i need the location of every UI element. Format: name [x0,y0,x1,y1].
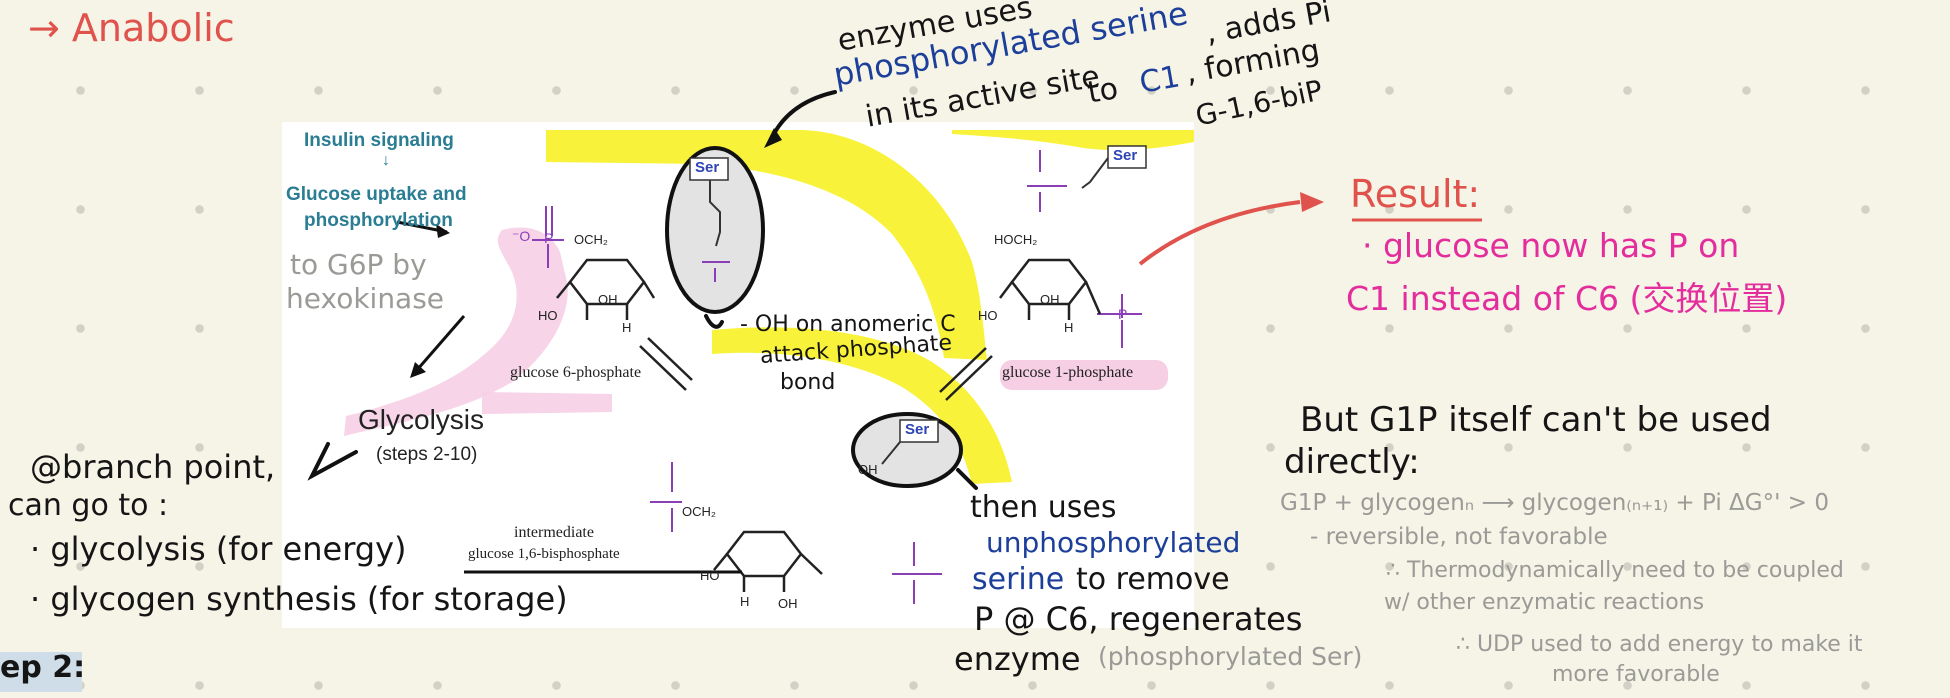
h-label-3: H [740,594,750,609]
phosphate-p-label-1: P [544,230,554,246]
hoch2-label: HOCH₂ [994,232,1038,247]
ho-label-3: HO [700,568,720,583]
oh-label-3: OH [858,462,878,477]
pathway-figure: Insulin signaling ↓ Glucose uptake and p… [282,122,1194,628]
phosphate-p-label-2: P [1118,306,1128,322]
ser-label-3: Ser [905,421,930,438]
udp-note-2: more favorable [1552,662,1720,687]
g1p-note-2: directly: [1284,442,1420,482]
g1p-label: glucose 1-phosphate [1002,364,1134,381]
result-title: Result: [1350,172,1481,216]
result-line-1: · glucose now has P on [1362,226,1740,265]
glycolysis-steps-label: (steps 2-10) [376,444,478,465]
h-label-2: H [1064,320,1074,335]
then-note-3: serine [972,562,1065,597]
enzyme-note-6: C1 [1136,59,1183,101]
then-note-5: P @ C6, regenerates [974,600,1303,638]
then-note-6: enzyme [954,640,1081,678]
ser-label-1: Ser [695,159,720,176]
result-line-2: C1 instead of C6 (交换位置) [1346,279,1788,318]
oh-label-4: OH [778,596,798,611]
oh-label-2: OH [1040,292,1060,307]
ho-label-2: HO [978,308,998,323]
oh-label-1: OH [598,292,618,307]
thermo-note-1: ∴ Thermodynamically need to be coupled [1386,558,1844,583]
insulin-label: Insulin signaling [304,130,454,151]
down-arrow-icon: ↓ [382,152,390,169]
then-note-1: then uses [970,490,1117,525]
branch-note-1: @branch point, [30,448,276,486]
glucose-uptake-label: Glucose uptake and [286,184,467,205]
udp-note-1: ∴ UDP used to add energy to make it [1456,632,1863,657]
reversible-note: - reversible, not favorable [1310,524,1608,550]
hexokinase-note-2: hexokinase [286,282,445,315]
och2-label-1: OCH₂ [574,232,608,247]
branch-note-4: · glycogen synthesis (for storage) [30,580,568,618]
glycolysis-label: Glycolysis [358,404,485,435]
ho-label-1: HO [538,308,558,323]
och2-label-2: OCH₂ [682,504,716,519]
ser-label-2: Ser [1113,147,1138,164]
hexokinase-note-1: to G6P by [290,248,427,281]
branch-note-2: can go to : [8,488,169,523]
equation-note: G1P + glycogenₙ ⟶ glycogen₍ₙ₊₁₎ + Pi ΔG°… [1280,490,1829,516]
anabolic-note: → Anabolic [28,6,235,50]
step-label: ep 2: [0,650,86,685]
h-label-1: H [622,320,632,335]
then-note-4: to remove [1076,562,1230,597]
enzyme-note-5: to [1084,71,1121,111]
bisphosphate-label: glucose 1,6-bisphosphate [468,546,620,562]
anomeric-note-3: bond [780,370,836,395]
anomeric-note-1: - OH on anomeric C [740,312,956,337]
branch-note-3: · glycolysis (for energy) [30,530,407,568]
thermo-note-2: w/ other enzymatic reactions [1384,590,1705,615]
then-note-7: (phosphorylated Ser) [1098,642,1363,671]
phosphorylation-label: phosphorylation [304,210,453,231]
g6p-label: glucose 6-phosphate [510,364,642,381]
g1p-note-1: But G1P itself can't be used [1300,400,1772,440]
intermediate-label: intermediate [514,524,594,541]
step-tab [0,652,82,692]
figure-drawing [344,130,1194,604]
phosphate-o-label: ⁻O [512,228,531,244]
then-note-2: unphosphorylated [986,526,1241,559]
